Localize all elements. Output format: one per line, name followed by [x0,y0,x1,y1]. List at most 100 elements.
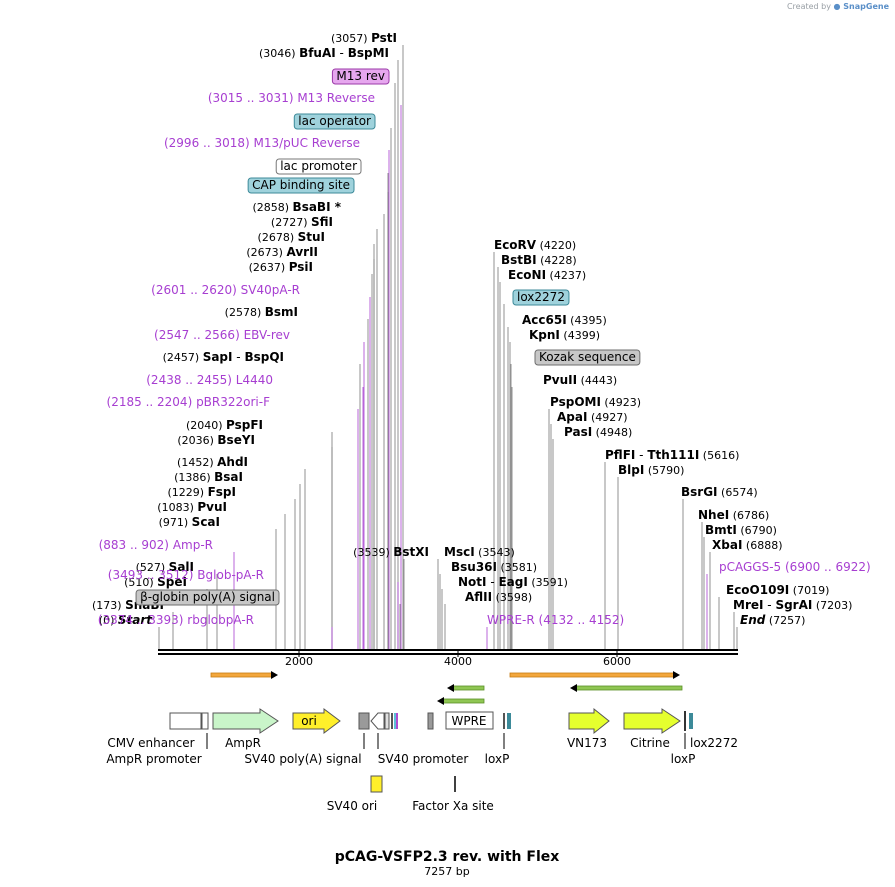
orf-arrow-2 [509,671,680,679]
site-label: Bsu36I (3581) [451,560,537,574]
plasmid-title: pCAG-VSFP2.3 rev. with Flex [335,849,560,865]
lox2272-marker-1 [507,713,511,729]
site-label: (1452) AhdI [177,455,248,469]
backbone-bottom-strand [158,653,738,655]
primer-label: (2438 .. 2455) L4440 [146,373,273,387]
site-label: MreI - SgrAI (7203) [733,598,852,612]
small-feature-3 [394,713,396,729]
ori-label: ori [301,714,317,728]
site-label: (971) ScaI [159,515,220,529]
sv40-ori-label: SV40 ori [327,799,378,813]
cmv-enhancer-feature [169,712,202,730]
site-label: BsrGI (6574) [681,485,758,499]
feature-tag-label: CAP binding site [252,178,350,192]
site-label: (2040) PspFI [186,418,263,432]
backbone-top-strand [158,649,738,651]
cmv-enhancer-label: CMV enhancer [107,736,194,750]
site-label: KpnI (4399) [529,328,600,342]
site-label: (1386) BsaI [174,470,243,484]
ampr-promoter-feature [201,712,209,730]
site-label: (527) SalI [136,560,194,574]
sv40-promoter-feature [370,712,385,730]
feature-tag-box [331,68,390,85]
orf-arrow-rev-2 [437,697,485,705]
site-label: (2036) BseYI [177,433,255,447]
site-label: PspOMI (4923) [550,395,641,409]
ori-feature [292,708,341,734]
sv40-promoter-label: SV40 promoter [378,752,469,766]
citrine-feature [623,708,681,734]
vn173-feature [568,707,610,735]
site-label: XbaI (6888) [712,538,782,552]
sv40-polya-label: SV40 poly(A) signal [244,752,361,766]
feature-tag-label: β-globin poly(A) signal [140,590,275,604]
site-label: EcoO109I (7019) [726,583,829,597]
feature-tag-box [135,589,280,606]
primer-label: (2601 .. 2620) SV40pA-R [151,283,300,297]
loxp-marker-1 [503,713,505,729]
vn173-label: VN173 [567,736,607,750]
feature-tag-label: lox2272 [517,290,565,304]
site-label: (2637) PsiI [249,260,313,274]
primer-label: (2185 .. 2204) pBR322ori-F [107,395,271,409]
wpre-feature [445,711,494,730]
site-label: (2858) BsaBI * [252,200,341,214]
site-label: (3057) PstI [331,31,397,45]
site-label: ApaI (4927) [557,410,628,424]
primer-label: (3493 .. 3512) Bglob-pA-R [108,568,264,582]
plasmid-length: 7257 bp [424,865,469,878]
feature-tag-label: Kozak sequence [539,350,636,364]
primer-label: WPRE-R (4132 .. 4152) [487,613,624,627]
site-label: (3539) BstXI [353,545,429,559]
tick-label-6000: 6000 [603,655,631,668]
primer-label: (3015 .. 3031) M13 Reverse [208,91,375,105]
site-label: PvuII (4443) [543,373,617,387]
site-label: (3046) BfuAI - BspMI [259,46,389,60]
sv40-polya-feature [358,712,370,730]
site-label: End (7257) [740,613,805,627]
site-label: EcoRV (4220) [494,238,576,252]
small-feature-2 [391,713,393,729]
wpre-label: WPRE [451,714,486,728]
site-label: NotI - EagI (3591) [458,575,568,589]
feature-tag-label: lac operator [298,114,371,128]
orf-arrow-rev-3 [570,684,683,692]
site-label: BstBI (4228) [501,253,577,267]
ampr-promoter-label: AmpR promoter [106,752,201,766]
loxp-label-2: loxP [671,752,696,766]
site-label: Acc65I (4395) [522,313,607,327]
feature-tag-box [534,349,641,366]
ampr-feature [212,708,279,734]
site-label: (2578) BsmI [225,305,298,319]
loxp-marker-2 [684,711,686,731]
site-label: PasI (4948) [564,425,632,439]
primer-label: (2996 .. 3018) M13/pUC Reverse [164,136,360,150]
site-label: (2457) SapI - BspQI [163,350,284,364]
feature-tag-label: lac promoter [280,159,357,173]
loxp-label-1: loxP [485,752,510,766]
leader-lines [158,45,738,649]
primer-label: (3374 .. 3393) rbglobpA-R [98,613,254,627]
site-label: (2727) SfiI [271,215,333,229]
site-label: EcoNI (4237) [508,268,586,282]
lox2272-marker-2 [689,713,693,729]
primer-label: pCAGGS-5 (6900 .. 6922) [719,560,871,574]
citrine-label: Citrine [630,736,670,750]
site-label: PflFI - Tth111I (5616) [605,448,739,462]
site-label: NheI (6786) [698,508,769,522]
site-label: (2673) AvrII [246,245,318,259]
site-label: BmtI (6790) [705,523,777,537]
feature-tag-box [293,113,376,130]
feature-tag-box [247,177,355,194]
orf-arrow-1 [210,671,278,679]
site-label: (1083) PvuI [157,500,227,514]
orf-arrow-rev-1 [447,684,485,692]
feature-tag-box [512,289,570,306]
site-label: BlpI (5790) [618,463,684,477]
ampr-label: AmpR [225,736,261,750]
sv40-ori-feature [370,775,383,793]
snapgene-credit: Created by ● SnapGene [786,2,889,11]
small-feature-4 [396,713,398,729]
